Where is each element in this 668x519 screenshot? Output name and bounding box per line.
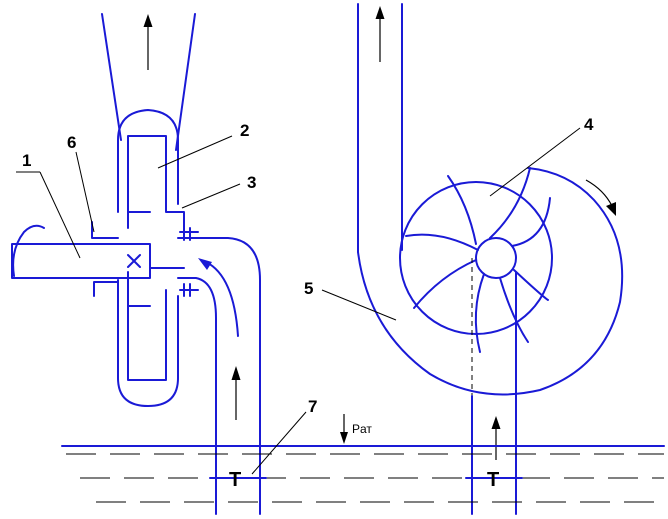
label-2: 2 bbox=[240, 121, 249, 140]
p-atm-label: Pат bbox=[352, 422, 372, 436]
flow-arrow-icon bbox=[198, 258, 212, 270]
leader-1b bbox=[39, 171, 81, 259]
leader-5 bbox=[321, 289, 397, 321]
seal-upper bbox=[91, 221, 119, 239]
suction-pipe-inner bbox=[177, 277, 217, 515]
impeller-upper bbox=[127, 135, 185, 229]
label-1: 1 bbox=[22, 151, 31, 170]
suction-pipe-outer bbox=[177, 237, 261, 515]
label-4: 4 bbox=[584, 115, 594, 134]
rotation-arrow-icon bbox=[585, 179, 616, 216]
flow-arrow-icon bbox=[491, 416, 501, 460]
impeller-lower bbox=[127, 271, 167, 381]
leader-3 bbox=[181, 183, 241, 209]
flow-arrow-icon bbox=[375, 6, 385, 62]
leader-4 bbox=[489, 127, 581, 197]
thermo-left-label: T bbox=[229, 469, 241, 491]
leader-2 bbox=[157, 135, 233, 169]
leader-6 bbox=[75, 151, 95, 233]
pump-casing-outer bbox=[117, 109, 179, 213]
shaft-center-cross-2 bbox=[127, 254, 141, 268]
suction-flow-curve bbox=[205, 261, 239, 337]
leader-7 bbox=[251, 411, 307, 475]
flow-arrow-icon bbox=[231, 366, 241, 420]
flange-upper bbox=[179, 227, 199, 241]
impeller-hub bbox=[475, 237, 517, 279]
thermo-right-label: T bbox=[487, 469, 499, 491]
diffuser-right-wall bbox=[175, 13, 196, 151]
label-7: 7 bbox=[308, 397, 317, 416]
flow-arrow-icon bbox=[143, 14, 153, 70]
label-3: 3 bbox=[247, 173, 256, 192]
pump-casing-outer-lower bbox=[117, 279, 179, 407]
shaft bbox=[11, 243, 151, 279]
diffuser-left-wall bbox=[101, 13, 122, 141]
p-atm-arrow-icon bbox=[340, 414, 348, 444]
label-6: 6 bbox=[67, 133, 76, 152]
volute-spiral bbox=[357, 167, 624, 396]
flange-lower bbox=[179, 283, 199, 297]
shaft-rotation-arc bbox=[12, 224, 45, 277]
label-5: 5 bbox=[304, 279, 313, 298]
impeller-blades bbox=[405, 167, 551, 353]
seal-lower bbox=[93, 281, 119, 297]
